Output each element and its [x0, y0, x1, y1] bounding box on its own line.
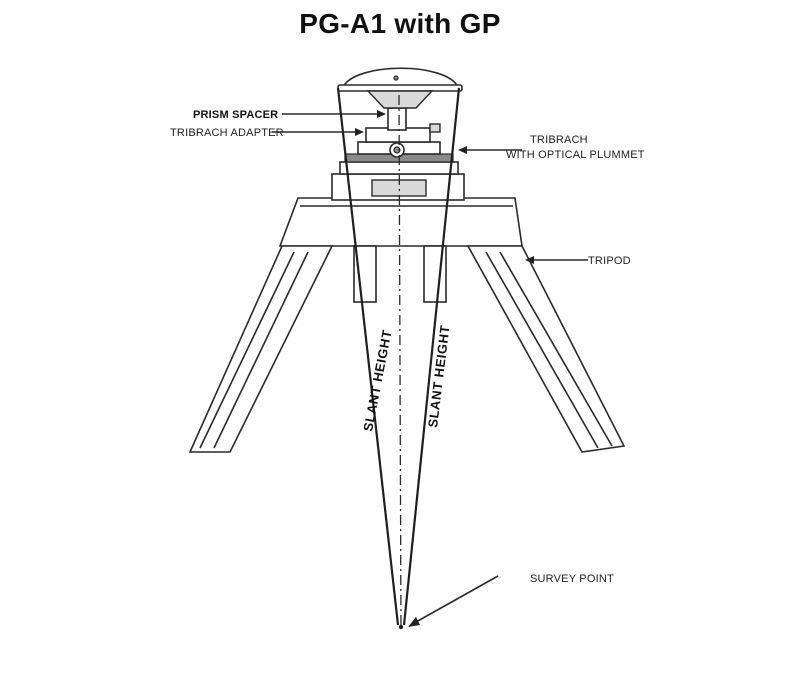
arrow-prism-spacer — [377, 110, 386, 118]
arrow-tripod — [525, 256, 534, 264]
antenna-base — [366, 90, 434, 109]
label-slant-height-left: SLANT HEIGHT — [360, 328, 394, 432]
leader-lines — [272, 110, 588, 627]
adapter-knob — [429, 123, 441, 133]
tripod-leg-right — [466, 245, 626, 453]
label-survey-point: SURVEY POINT — [530, 573, 614, 585]
tripod-leg-left — [188, 245, 334, 453]
tribrach — [331, 141, 465, 201]
slant-line-right — [402, 87, 461, 626]
arrow-survey-point — [408, 617, 420, 627]
label-tribrach-line2: WITH OPTICAL PLUMMET — [506, 149, 645, 161]
plumb-centerline — [398, 94, 402, 629]
slant-line-left — [336, 87, 400, 626]
label-prism-spacer: PRISM SPACER — [193, 109, 278, 121]
arrow-tribrach — [458, 146, 467, 154]
antenna-dome — [341, 67, 460, 88]
survey-point-marker — [398, 624, 404, 630]
gps-antenna — [337, 67, 463, 109]
spacer-rod — [387, 107, 407, 131]
slant-height-lines — [336, 87, 461, 629]
label-tripod: TRIPOD — [588, 255, 631, 267]
arrow-tribrach-adapter — [355, 128, 364, 136]
antenna-rim — [337, 84, 463, 92]
label-tribrach-adapter: TRIBRACH ADAPTER — [170, 127, 284, 139]
label-tribrach-line1: TRIBRACH — [530, 134, 588, 146]
diagram-title: PG-A1 with GP — [299, 8, 501, 39]
tripod — [188, 197, 626, 453]
